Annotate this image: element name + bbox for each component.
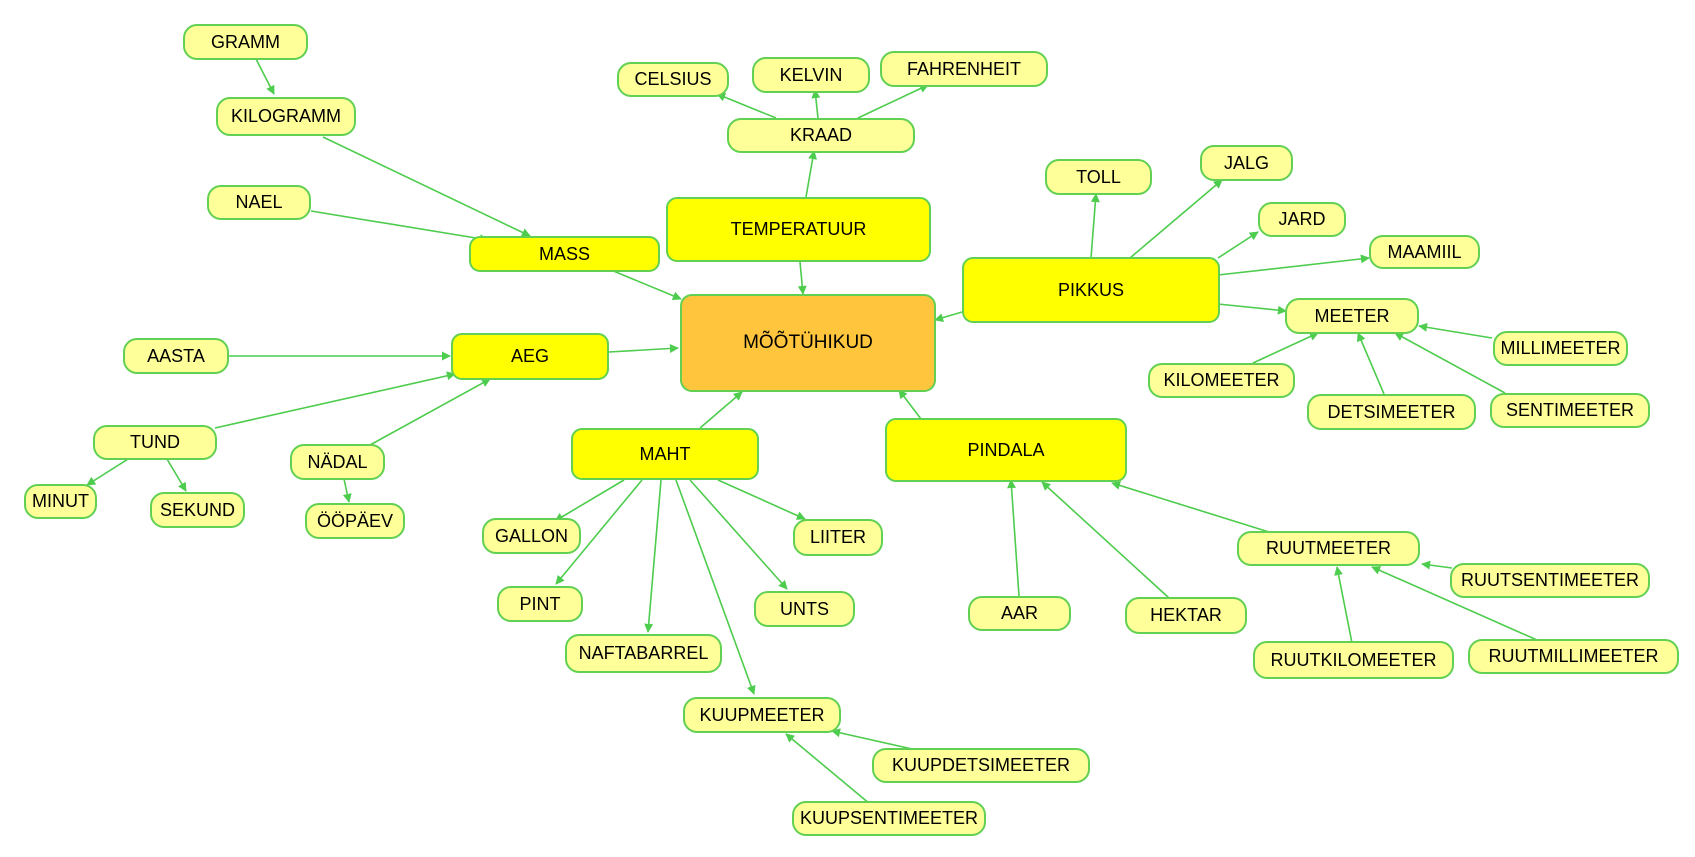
node-gallon[interactable]: GALLON <box>482 518 581 554</box>
node-maamiil[interactable]: MAAMIIL <box>1369 235 1480 269</box>
node-meeter[interactable]: MEETER <box>1285 298 1419 334</box>
node-celsius[interactable]: CELSIUS <box>617 62 729 97</box>
connector-maht-liiter <box>717 479 806 520</box>
node-nadal[interactable]: NÄDAL <box>290 444 385 480</box>
connector-temperatuur-kraad <box>805 150 818 198</box>
connector-maht-gallon <box>554 479 625 522</box>
node-toll[interactable]: TOLL <box>1045 159 1152 195</box>
node-kilogramm[interactable]: KILOGRAMM <box>216 97 356 136</box>
node-kuupdetsimeeter[interactable]: KUUPDETSIMEETER <box>872 748 1090 783</box>
node-pint[interactable]: PINT <box>497 586 583 622</box>
category-temperatuur[interactable]: TEMPERATUUR <box>666 197 931 262</box>
connector-pikkus-jard <box>1217 231 1259 259</box>
connector-maht-kuupmeeter <box>675 479 756 695</box>
node-ruutkilomeeter[interactable]: RUUTKILOMEETER <box>1253 641 1454 679</box>
node-millimeeter[interactable]: MILLIMEETER <box>1493 331 1628 366</box>
connector-nadal-oopaev <box>342 478 352 503</box>
connector-tund-minut <box>86 458 129 486</box>
connector-ruutmeeter-pindala <box>1111 481 1270 533</box>
node-kilomeeter[interactable]: KILOMEETER <box>1148 363 1295 398</box>
node-kelvin[interactable]: KELVIN <box>752 57 870 93</box>
connector-ruutkilomeeter-ruutmeeter <box>1334 566 1353 644</box>
connector-maht-naftabarrel <box>644 479 662 633</box>
connector-pikkus-jalg <box>1129 179 1223 259</box>
node-sekund[interactable]: SEKUND <box>150 492 245 528</box>
connector-ruutmillimeeter-ruutmeeter <box>1371 566 1538 641</box>
root-node[interactable]: MÕÕTÜHIKUD <box>680 294 936 392</box>
connector-gramm-kilogramm <box>255 58 275 95</box>
node-fahrenheit[interactable]: FAHRENHEIT <box>880 51 1048 87</box>
connector-kilomeeter-meeter <box>1252 332 1319 364</box>
category-pikkus[interactable]: PIKKUS <box>962 257 1220 323</box>
connector-aeg-root <box>608 343 679 353</box>
connector-kraad-kelvin <box>811 89 821 119</box>
category-mass[interactable]: MASS <box>469 236 660 272</box>
connector-pikkus-maamiil <box>1217 254 1370 276</box>
connector-maht-unts <box>689 479 788 590</box>
node-kuupmeeter[interactable]: KUUPMEETER <box>683 697 841 733</box>
connector-kraad-celsius <box>716 92 777 119</box>
connector-millimeeter-meeter <box>1418 322 1493 339</box>
node-jalg[interactable]: JALG <box>1200 145 1293 181</box>
connector-detsimeeter-meeter <box>1357 332 1385 395</box>
node-ruutmillimeeter[interactable]: RUUTMILLIMEETER <box>1468 639 1679 674</box>
category-maht[interactable]: MAHT <box>571 428 759 480</box>
node-naftabarrel[interactable]: NAFTABARREL <box>565 634 722 673</box>
category-aeg[interactable]: AEG <box>451 333 609 380</box>
node-nael[interactable]: NAEL <box>207 185 311 220</box>
connector-nael-mass <box>310 210 489 244</box>
node-gramm[interactable]: GRAMM <box>183 24 308 60</box>
node-aasta[interactable]: AASTA <box>123 338 229 374</box>
connector-maht-pint <box>555 479 643 585</box>
node-kraad[interactable]: KRAAD <box>727 118 915 153</box>
connector-temperatuur-root <box>797 261 807 295</box>
connector-pikkus-root <box>934 311 963 323</box>
connector-aar-pindala <box>1007 479 1020 597</box>
node-kuupsentimeeter[interactable]: KUUPSENTIMEETER <box>792 801 986 836</box>
connector-hektar-pindala <box>1041 481 1170 599</box>
node-oopaev[interactable]: ÖÖPÄEV <box>305 503 405 539</box>
node-detsimeeter[interactable]: DETSIMEETER <box>1307 394 1476 430</box>
connector-mass-root <box>610 269 682 301</box>
connector-nadal-aeg <box>369 378 491 446</box>
node-ruutmeeter[interactable]: RUUTMEETER <box>1237 531 1420 566</box>
connector-pikkus-meeter <box>1217 303 1287 315</box>
connector-ruutsentimeeter-ruutmeeter <box>1421 560 1453 570</box>
node-jard[interactable]: JARD <box>1258 202 1346 237</box>
node-sentimeeter[interactable]: SENTIMEETER <box>1490 393 1650 428</box>
node-liiter[interactable]: LIITER <box>793 519 883 556</box>
node-hektar[interactable]: HEKTAR <box>1125 597 1247 634</box>
node-ruutsentimeeter[interactable]: RUUTSENTIMEETER <box>1450 563 1650 598</box>
connector-kraad-fahrenheit <box>857 84 929 119</box>
connector-tund-sekund <box>166 458 187 492</box>
connector-maht-root <box>699 391 743 429</box>
connector-kuupsentimeeter-kuupmeeter <box>785 733 871 805</box>
node-minut[interactable]: MINUT <box>24 484 97 519</box>
connector-kuupdetsimeeter-kuupmeeter <box>831 728 913 750</box>
node-aar[interactable]: AAR <box>968 596 1071 631</box>
connector-pikkus-toll <box>1090 193 1100 259</box>
connector-kilogramm-mass <box>322 136 531 237</box>
category-pindala[interactable]: PINDALA <box>885 418 1127 482</box>
node-unts[interactable]: UNTS <box>754 591 855 627</box>
connector-sentimeeter-meeter <box>1394 332 1506 394</box>
connector-tund-aeg <box>214 371 456 429</box>
node-tund[interactable]: TUND <box>93 425 217 460</box>
connector-pindala-root <box>898 389 922 420</box>
